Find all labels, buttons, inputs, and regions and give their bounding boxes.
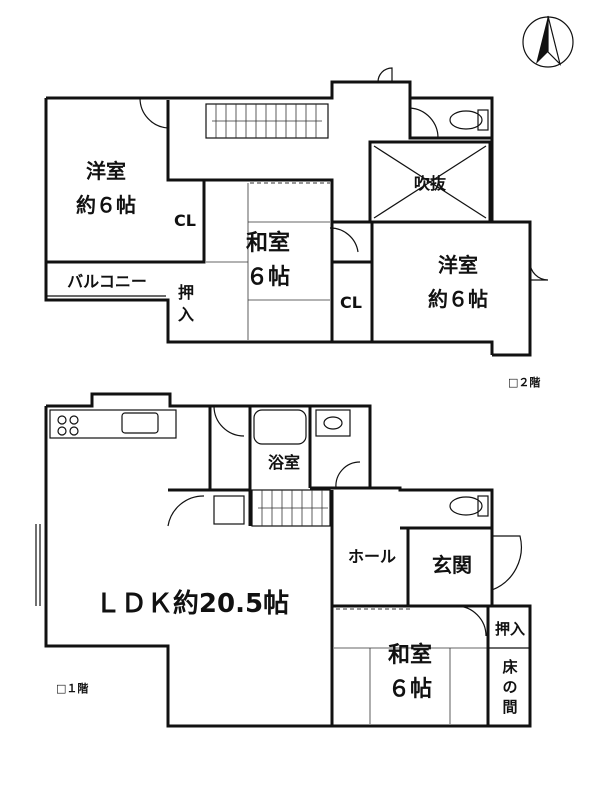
room-hall: ホール bbox=[348, 547, 396, 566]
room-closet-b: CL bbox=[340, 293, 362, 312]
room-western-nw-name: 洋室 bbox=[86, 159, 126, 183]
floor-label-2f: □２階 bbox=[508, 375, 540, 389]
room-tokonoma-1: 床 bbox=[502, 658, 518, 676]
room-western-e-size: 約６帖 bbox=[428, 287, 488, 311]
room-ldk: ＬＤＫ約20.5帖 bbox=[95, 588, 289, 619]
room-japanese-2f-size: ６帖 bbox=[246, 265, 290, 290]
room-oshiire-2f-bottom: 入 bbox=[178, 305, 194, 324]
room-balcony: バルコニー bbox=[67, 272, 147, 291]
room-western-e-name: 洋室 bbox=[438, 253, 478, 277]
room-tokonoma-2: の bbox=[502, 678, 517, 696]
room-oshiire-2f-top: 押 bbox=[178, 283, 194, 302]
room-japanese-1f-name: 和室 bbox=[388, 642, 432, 668]
second-floor-plan bbox=[44, 67, 549, 357]
room-closet-a: CL bbox=[174, 211, 196, 230]
room-entrance: 玄関 bbox=[432, 553, 472, 577]
room-tokonoma-3: 間 bbox=[502, 698, 517, 716]
room-western-nw-size: 約６帖 bbox=[76, 193, 136, 217]
room-japanese-2f-name: 和室 bbox=[246, 230, 290, 256]
floor-label-1f: □１階 bbox=[56, 681, 88, 695]
room-void: 吹抜 bbox=[414, 174, 447, 193]
room-bath: 浴室 bbox=[268, 453, 300, 472]
first-floor-plan bbox=[35, 392, 532, 728]
room-japanese-1f-size: ６帖 bbox=[388, 677, 432, 702]
north-arrow-icon bbox=[522, 15, 574, 68]
room-oshiire-1f: 押入 bbox=[495, 620, 525, 638]
